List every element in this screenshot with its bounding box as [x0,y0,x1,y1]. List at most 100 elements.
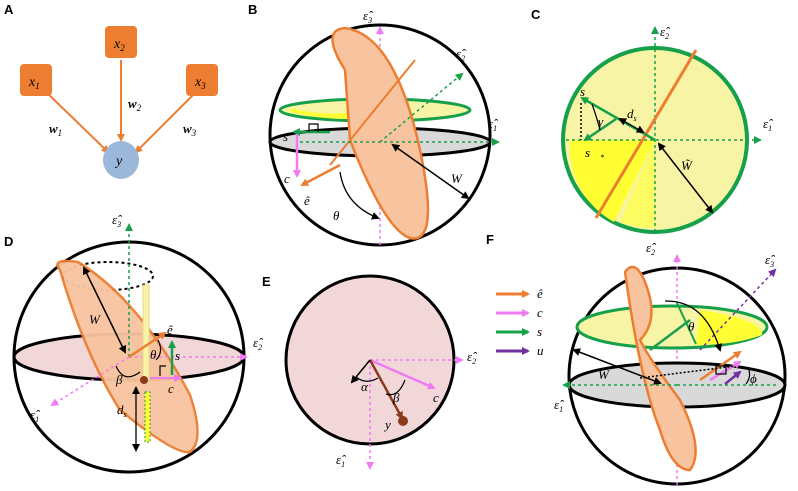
right-angle-d [159,365,166,376]
panel-label-a: A [4,2,14,17]
label-e2-d: ε̂2 [253,335,263,352]
yellow-bar-upper-d [142,284,150,381]
node-y [103,141,139,179]
panel-label-d: D [4,234,13,249]
label-s-d: s⃗ [175,348,190,363]
label-e1-d: ε̂1 [30,407,40,424]
intersect-line-2-f [676,302,697,345]
label-c-e: c⃗ [433,390,449,405]
radius-wtilde-c [657,142,714,214]
label-e2-b: ε̂2 [456,46,466,63]
label-phi-f: ϕ [750,371,757,386]
panel-label-f: F [486,232,494,247]
label-c-d: c⃗ [168,381,184,396]
node-x3 [186,64,218,96]
plane-edge-b [329,59,416,166]
label-e3-f: ε̂3 [765,252,775,269]
vec-e-d [128,331,167,359]
label-s-b: s⃗ [283,129,298,144]
node-x1 [20,64,52,96]
panel-a: A x1 x2 x3 y w1 w2 w3 [4,2,218,179]
theta-arc-b [339,171,380,220]
node-x2-label: x2 [113,37,125,53]
dist-ds-c [618,118,645,133]
label-w-d: W [89,312,101,327]
theta-arc-f [664,300,723,352]
panel-c: C ε̂2 ε̂1 s⃗ γ ds s⃗* W̃ [531,7,773,234]
label-c-b: c⃗ [284,171,300,186]
vec-y-e [368,359,404,420]
label-e2-c: ε̂2 [660,24,670,41]
panel-label-b: B [248,2,257,17]
label-gamma-c: γ [598,114,604,129]
label-s-c: s⃗ [580,84,595,99]
label-wtilde-c: W̃ [681,158,693,173]
vec-u-f [724,370,742,385]
disc-c-shaded [569,140,655,222]
panel-d: D ε̂3 ε̂2 ε̂1 W [4,212,263,474]
panel-label-e: E [262,274,271,289]
label-y-e: y⃗ [383,417,401,432]
label-ds-d: ds [117,402,127,419]
radius-w-b [391,143,470,200]
label-e1-c: ε̂1 [763,116,773,133]
edge-x3-y [134,89,199,154]
point-y-e [398,416,408,426]
node-x2 [105,26,137,58]
intersect-line-f [649,319,691,351]
label-theta-b: θ [333,208,340,223]
theta-arc-d [155,339,162,361]
weight-w3: w3 [183,121,197,138]
axis-e3-f [699,268,777,351]
label-e3-d: ε̂3 [112,212,122,229]
right-angle-f [715,365,727,375]
panel-b: B ε̂3 ε̂2 ε̂1 s⃗ c⃗ ê W θ [248,2,500,247]
label-w-f: W [598,367,610,382]
label-beta-e: β [392,390,400,405]
label-e2-f: ε̂2 [646,240,656,257]
panel-f: F ê c⃗ s⃗ u⃗ [486,232,787,486]
node-x3-label: x3 [194,75,206,91]
alpha-arc-e [355,376,379,382]
legend-label-u: u⃗ [537,343,554,358]
label-e-b: ê [304,193,310,208]
dir-alpha-e [350,359,371,384]
yellow-bar-lower-d [144,391,151,443]
right-angle-b [308,123,319,132]
label-e3-b: ε̂3 [363,8,373,25]
radius-w-f [572,348,662,385]
panel-e: E ε̂2 ε̂1 α β c⃗ y⃗ [262,274,477,470]
label-e1-f: ε̂1 [554,397,564,414]
label-beta-d: β [115,372,123,387]
weight-w2: w2 [128,96,142,113]
label-theta-d: θ [150,347,157,362]
panel-label-c: C [531,7,541,22]
edge-x1-y [43,89,110,154]
point-y-d [140,376,148,384]
beta-arc-e [385,379,406,396]
radius-w-d [83,266,126,354]
phi-arc-f [745,366,751,385]
vec-c-f [709,360,742,382]
label-sstar-c: s⃗* [585,145,604,162]
label-e2-e: ε̂2 [467,349,477,366]
label-e-d: ê [167,322,173,337]
legend-f: ê c⃗ s⃗ u⃗ [496,286,554,358]
orange-plane-f [623,265,697,472]
beta-arc-d [115,365,141,378]
node-x1-label: x1 [28,75,40,91]
label-ds-c: ds [627,106,637,123]
label-e1-e: ε̂1 [336,452,346,469]
label-e1-b: ε̂1 [488,116,498,133]
label-theta-f: θ [688,319,695,334]
node-y-label: y [114,154,123,169]
disc-c-shaded-2 [620,140,655,229]
weight-w1: w1 [49,121,62,138]
vec-s-star-c [583,117,617,142]
label-w-b: W [451,171,463,186]
gamma-arc-c [591,103,601,131]
legend-label-s: s⃗ [537,324,552,339]
label-alpha-e: α [361,379,369,394]
legend-label-e: ê [537,286,543,301]
